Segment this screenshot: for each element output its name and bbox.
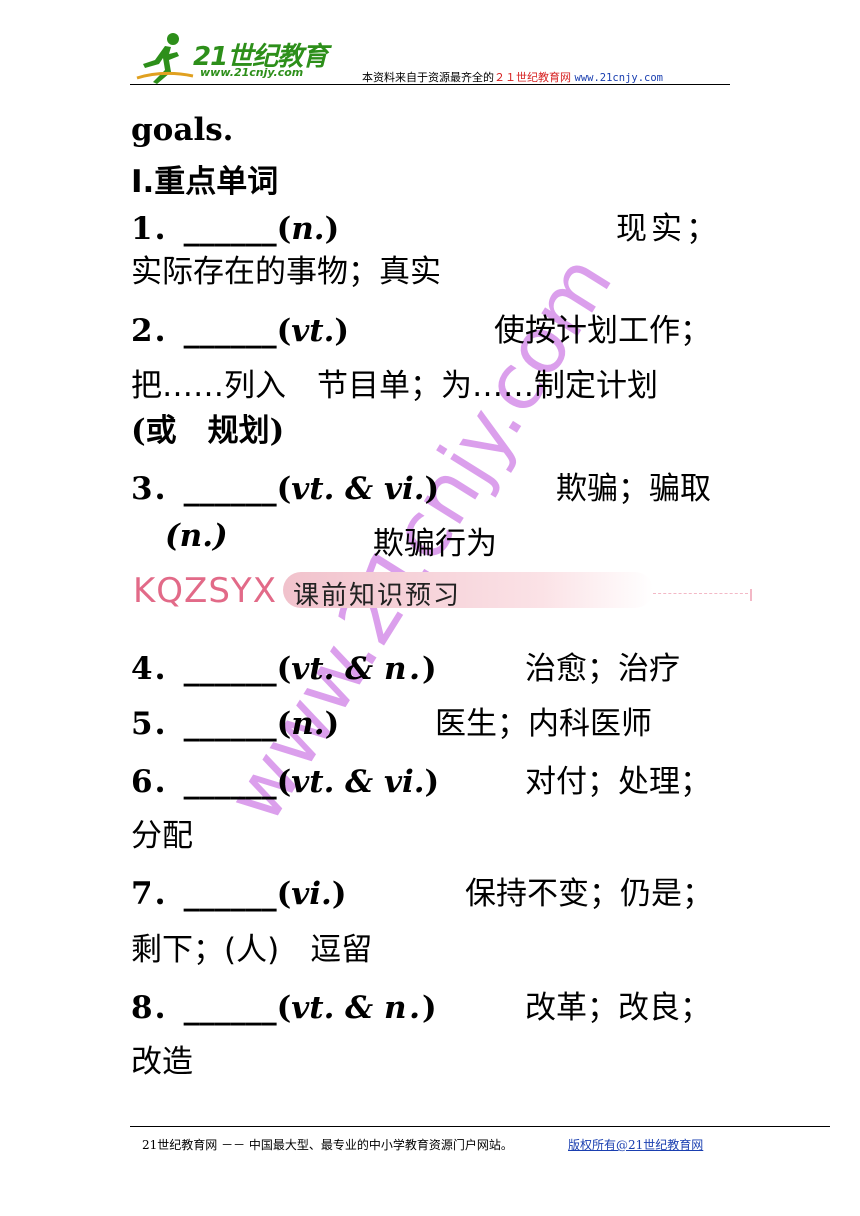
item-number: 6． <box>131 764 184 800</box>
answer-blank: ______ <box>183 990 277 1026</box>
answer-blank: ______ <box>183 471 277 507</box>
item-number: 5． <box>131 706 184 742</box>
item-number: 4． <box>131 651 184 687</box>
logo-url-text: www.21cnjy.com <box>200 66 304 79</box>
banner-title: 课前知识预习 <box>293 581 462 611</box>
banner-dash-line <box>653 593 748 594</box>
pos-open: ( <box>276 706 292 742</box>
pos-close: ) <box>331 876 347 912</box>
header-note-url[interactable]: www.21cnjy.com <box>574 72 664 84</box>
pos-open: ( <box>276 990 292 1026</box>
item-number: 1． <box>131 211 184 247</box>
pos-close: ) <box>424 471 440 507</box>
answer-blank: ______ <box>183 211 277 247</box>
answer-blank: ______ <box>183 706 277 742</box>
vocab-item-1: 1．______(n.) <box>131 203 339 248</box>
header-divider <box>130 84 730 85</box>
pos-close: ) <box>324 211 340 247</box>
pos-open: ( <box>276 471 292 507</box>
vocab-item-6: 6．______(vt. & vi.) <box>131 756 439 801</box>
definition-5: 医生；内科医师 <box>435 706 652 742</box>
answer-blank: ______ <box>183 313 277 349</box>
vocab-item-4: 4．______(vt. & n．) <box>131 643 437 688</box>
page-header: 21世纪教育 www.21cnjy.com 本资料来自于资源最齐全的２１世纪教育… <box>130 30 730 85</box>
footer-description: 21世纪教育网 －－ 中国最大型、最专业的中小学教育资源门户网站。 <box>142 1138 513 1152</box>
banner-code: KQZSYX <box>133 571 277 611</box>
part-of-speech: vt. & vi. <box>291 471 425 507</box>
runner-logo-icon <box>136 33 194 84</box>
vocab-item-5: 5．______(n.) <box>131 698 339 743</box>
logo-brand-text: 21世纪教育 <box>193 42 328 72</box>
footer-divider <box>130 1126 830 1127</box>
part-of-speech-3b: (n.) <box>165 518 228 554</box>
part-of-speech: vt. & n． <box>291 651 422 687</box>
pos-open: ( <box>276 876 292 912</box>
definition-2c: (或 规划) <box>131 413 285 449</box>
part-of-speech: vt. & vi. <box>291 764 425 800</box>
pos-open: ( <box>276 313 292 349</box>
goals-line: goals. <box>131 112 234 148</box>
vocab-item-2: 2．______(vt.) <box>131 305 349 350</box>
answer-blank: ______ <box>183 651 277 687</box>
item-number: 8． <box>131 990 184 1026</box>
header-note-site: ２１世纪教育网 <box>494 71 571 84</box>
pos-open: ( <box>276 764 292 800</box>
pos-close: ) <box>422 990 437 1026</box>
pos-open: ( <box>276 211 292 247</box>
vocab-item-7: 7．______(vi.) <box>131 868 347 913</box>
definition-4: 治愈；治疗 <box>525 651 680 687</box>
banner-end-tick <box>746 589 752 601</box>
definition-1a: 现实； <box>616 211 721 247</box>
part-of-speech: vt. <box>291 313 335 349</box>
part-of-speech: n. <box>291 706 325 742</box>
vocab-item-3: 3．______(vt. & vi.) <box>131 463 439 508</box>
item-number: 7． <box>131 876 184 912</box>
definition-3b: 欺骗行为 <box>373 526 497 562</box>
section-banner: KQZSYX 课前知识预习 <box>133 569 753 613</box>
definition-8b: 改造 <box>131 1044 193 1080</box>
part-of-speech: vi. <box>291 876 332 912</box>
header-note-prefix: 本资料来自于资源最齐全的 <box>362 71 494 84</box>
header-note: 本资料来自于资源最齐全的２１世纪教育网 www.21cnjy.com <box>362 69 663 85</box>
answer-blank: ______ <box>183 876 277 912</box>
definition-6b: 分配 <box>131 818 193 854</box>
pos-close: ) <box>422 651 437 687</box>
page-footer: 21世纪教育网 －－ 中国最大型、最专业的中小学教育资源门户网站。 版权所有@2… <box>130 1126 830 1166</box>
definition-2a: 使按计划工作； <box>494 313 711 349</box>
item-number: 3． <box>131 471 184 507</box>
definition-6a: 对付；处理； <box>525 764 711 800</box>
vocab-item-8: 8．______(vt. & n．) <box>131 982 437 1027</box>
pos-close: ) <box>324 706 340 742</box>
definition-7a: 保持不变；仍是； <box>465 876 713 912</box>
pos-close: ) <box>334 313 350 349</box>
part-of-speech: n. <box>291 211 325 247</box>
definition-2b: 把……列入 节目单；为……制定计划 <box>131 368 658 404</box>
definition-7b: 剩下；(人) 逗留 <box>131 932 373 968</box>
pos-close: ) <box>424 764 440 800</box>
part-of-speech: vt. & n． <box>291 990 422 1026</box>
answer-blank: ______ <box>183 764 277 800</box>
banner-pill <box>283 572 653 608</box>
site-logo: 21世纪教育 www.21cnjy.com <box>135 30 335 85</box>
definition-3a: 欺骗；骗取 <box>556 471 711 507</box>
footer-copyright-link[interactable]: 版权所有@21世纪教育网 <box>568 1138 704 1152</box>
section-heading: Ⅰ.重点单词 <box>131 164 279 200</box>
definition-8a: 改革；改良； <box>525 990 711 1026</box>
item-number: 2． <box>131 313 184 349</box>
definition-1b: 实际存在的事物；真实 <box>131 254 441 290</box>
pos-open: ( <box>276 651 292 687</box>
